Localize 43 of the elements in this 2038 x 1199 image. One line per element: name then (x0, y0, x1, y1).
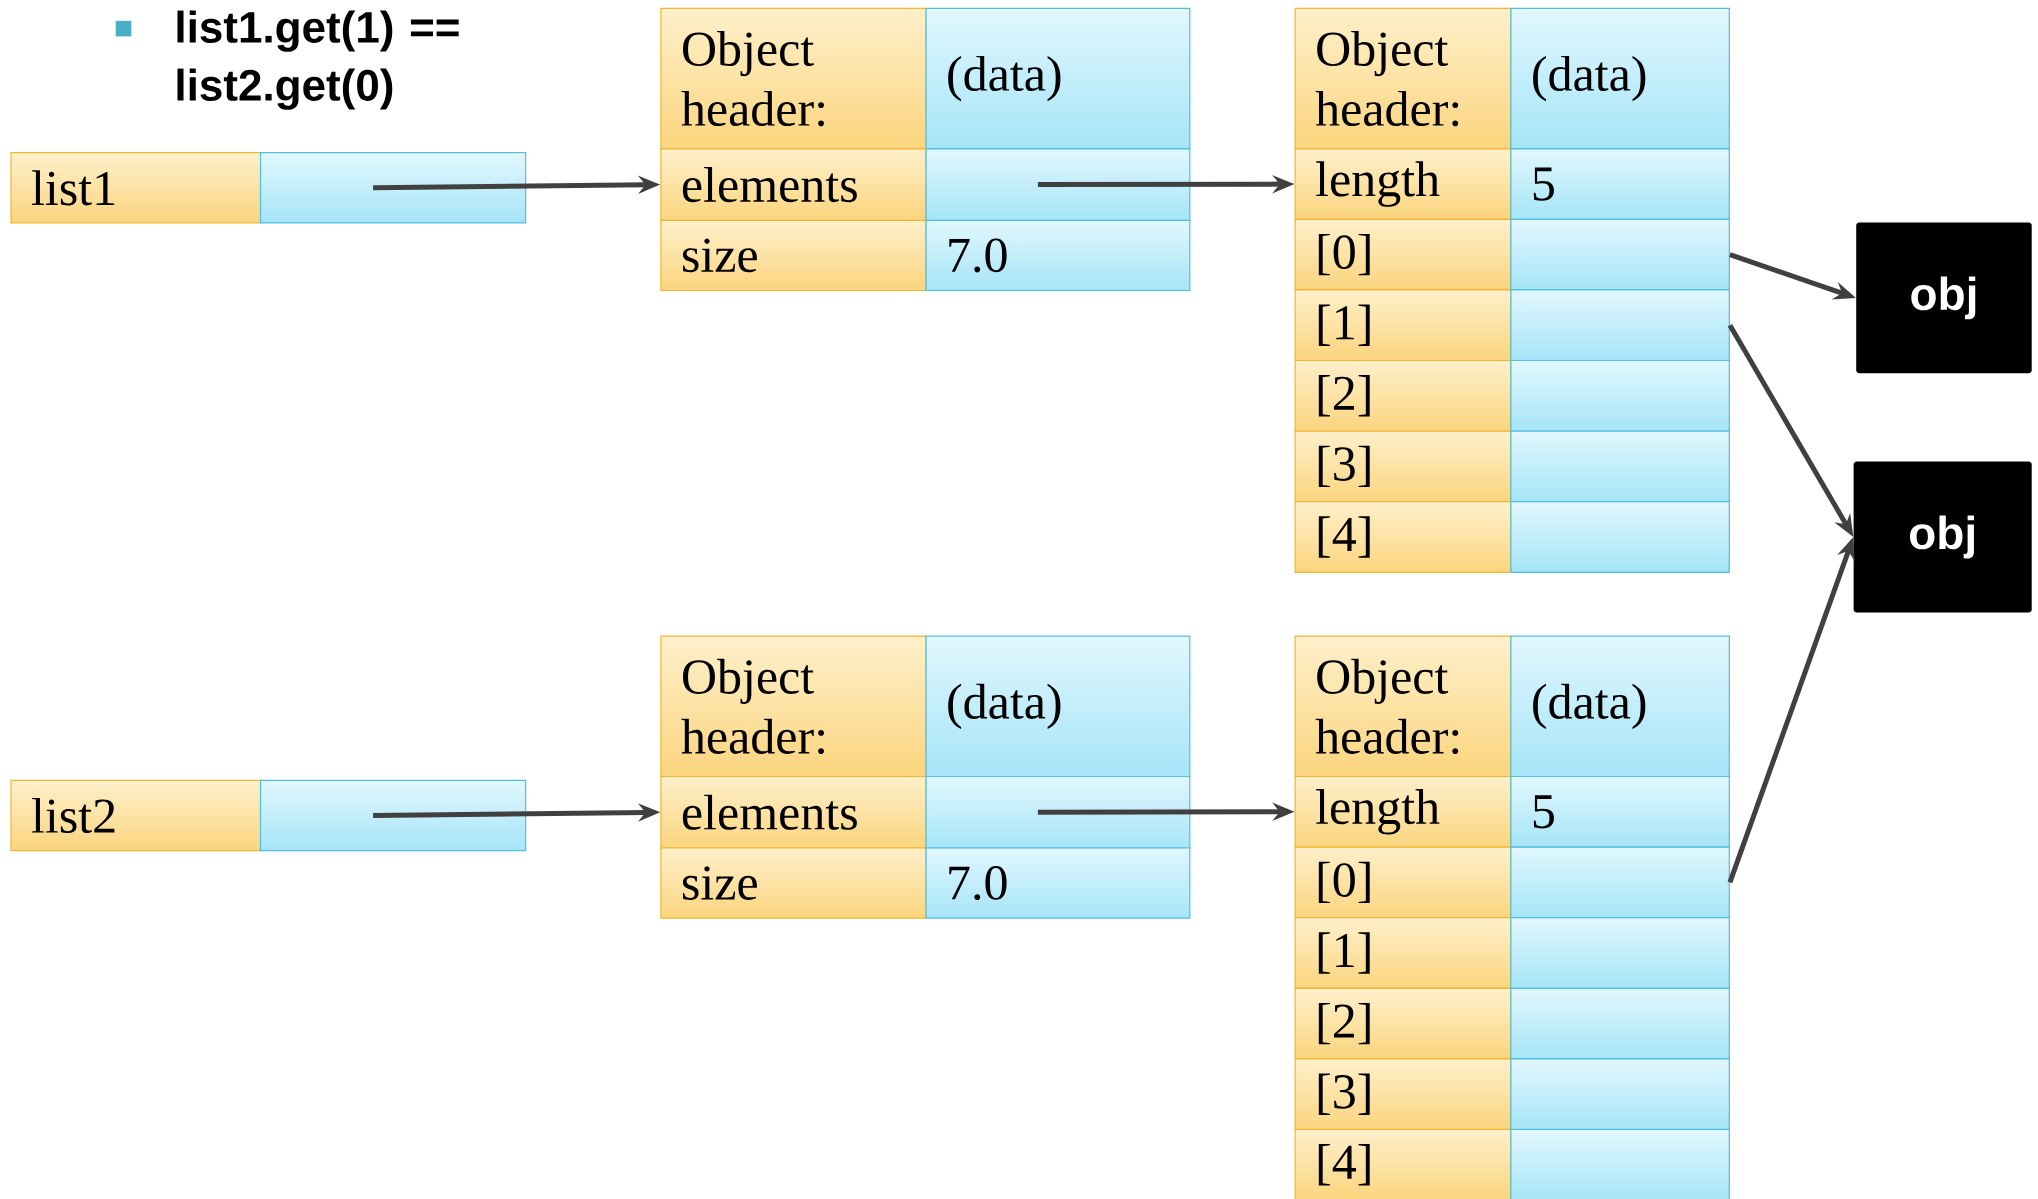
value-cell: 5 (1510, 148, 1730, 220)
value-cell (1510, 1128, 1730, 1199)
value-cell (1510, 218, 1730, 291)
label-cell: [3] (1294, 430, 1512, 503)
object-box: obj (1856, 222, 2032, 374)
object-box: obj (1853, 461, 2032, 613)
value-cell (1510, 359, 1730, 432)
value-cell (1510, 430, 1730, 503)
label-cell: [1] (1294, 289, 1512, 362)
value-cell (1510, 846, 1730, 919)
value-cell (259, 779, 527, 852)
label-cell: size (660, 847, 927, 919)
label-cell: length (1294, 775, 1512, 848)
value-cell (925, 148, 1191, 221)
value-cell (1510, 501, 1730, 573)
value-cell: 5 (1510, 775, 1730, 848)
value-cell: (data) (1510, 7, 1730, 150)
label-cell: list1 (10, 152, 262, 224)
value-cell: 7.0 (925, 219, 1191, 292)
label-cell: length (1294, 148, 1512, 220)
label-cell: [0] (1294, 846, 1512, 919)
title: list1.get(1) == list2.get(0) (177, 10, 459, 110)
value-cell (925, 775, 1191, 849)
label-cell: [3] (1294, 1058, 1512, 1131)
value-cell: (data) (1510, 635, 1730, 778)
label-cell: [4] (1294, 501, 1512, 573)
value-cell (1510, 1058, 1730, 1131)
label-cell: elements (660, 775, 927, 849)
value-cell (1510, 987, 1730, 1060)
label-cell: [2] (1294, 987, 1512, 1060)
value-cell: 7.0 (925, 847, 1191, 919)
value-cell (1510, 917, 1730, 989)
label-cell: [0] (1294, 218, 1512, 291)
label-cell: [1] (1294, 917, 1512, 989)
label-cell: size (660, 219, 927, 292)
label-cell: Object header: (660, 635, 927, 778)
label-cell: [2] (1294, 359, 1512, 432)
label-cell: [4] (1294, 1128, 1512, 1199)
label-cell: Object header: (660, 7, 927, 150)
value-cell (1510, 289, 1730, 362)
value-cell (259, 152, 527, 224)
label-cell: elements (660, 148, 927, 221)
label-cell: list2 (10, 779, 262, 852)
